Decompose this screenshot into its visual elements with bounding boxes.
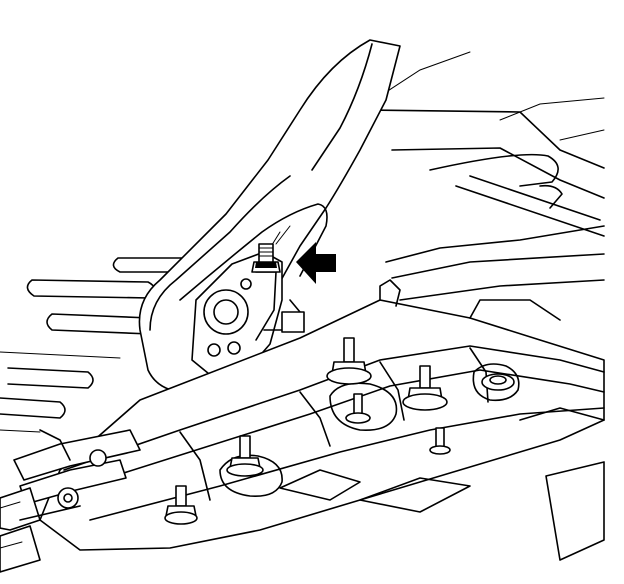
stud-1: [326, 337, 372, 385]
indicator-arrow: [296, 242, 336, 284]
recliner-bolt: [251, 243, 281, 273]
floor-panels-right: [369, 51, 605, 301]
stud-2: [402, 365, 448, 411]
mounting-studs: [164, 337, 515, 525]
seat-track-frame: [39, 279, 605, 551]
adjuster-bar: [0, 429, 141, 573]
stud-3: [345, 393, 371, 424]
stud-4: [226, 435, 264, 477]
recliner-mechanism: [191, 225, 305, 379]
nut-right: [481, 373, 515, 391]
stud-6: [429, 427, 451, 455]
stud-5: [164, 485, 198, 525]
